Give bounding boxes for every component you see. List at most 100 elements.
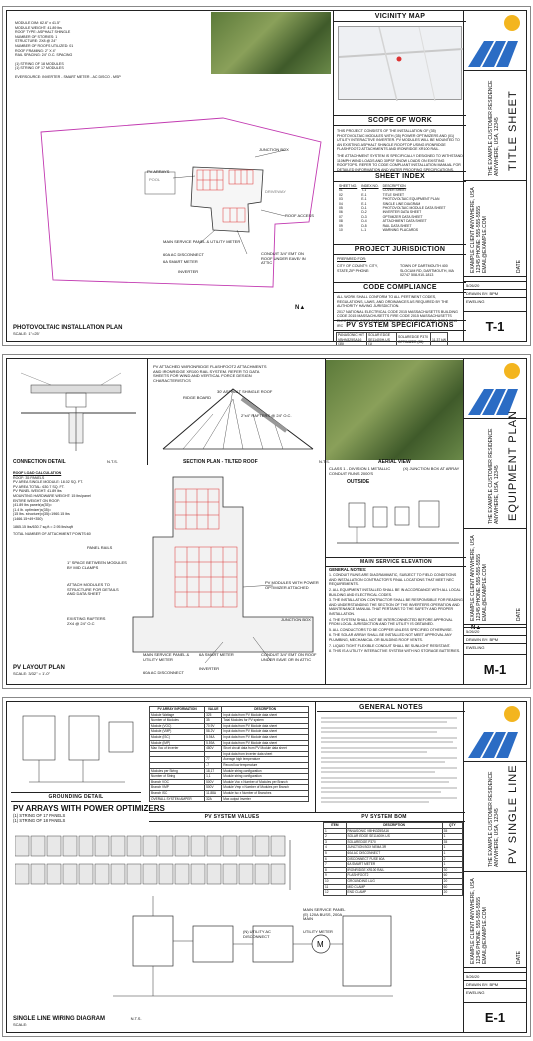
- wiring-caption: SINGLE LINE WIRING DIAGRAM N.T.S. SCALE:: [13, 1016, 142, 1027]
- label-roof-access: ROOF ACCESS: [285, 213, 314, 218]
- sheet-border: [6, 10, 527, 342]
- label-conduit: CONDUIT 3/4" EMT ON ROOF UNDER EAVE/ IN …: [261, 251, 306, 266]
- plan-scale: SCALE: 1"=25': [13, 331, 40, 336]
- section-caption: SECTION PLAN - TILTED ROOF N.T.S.: [183, 459, 330, 465]
- header-cell: PV ARRAY INFORMATION: [148, 706, 206, 713]
- drawn-label: DRAWN BY:: [466, 982, 489, 987]
- cell: 32A: [204, 795, 223, 803]
- vicinity-map: [338, 26, 464, 102]
- cell: 12: [323, 889, 347, 896]
- info-line: ROOF TYPE: ASPHALT SHINGLE: [15, 30, 71, 35]
- sheet-number: E-1: [464, 1002, 526, 1032]
- section-scale: N.T.S.: [319, 459, 330, 464]
- rev-value: EWELING: [466, 990, 485, 995]
- cell: T-1: [361, 188, 367, 193]
- date-value: 5/26/20: [466, 974, 480, 979]
- pv-layout-drawing: [132, 476, 314, 664]
- label-optimizers: PV MODULES WITH POWER OPTIMIZER ATTACHED: [265, 580, 319, 590]
- spec-cell: 11.37 kW: [429, 332, 449, 345]
- company-address: ANYWHERE, USA, 12345: [494, 808, 500, 867]
- cell: 10: [339, 228, 343, 233]
- rev-row: EWELING: [464, 297, 526, 305]
- sheet-title: MODULE DIM: 62.6" x 41.5" MODULE WEIGHT:…: [2, 6, 531, 346]
- cell: ATTACHMENT DATA SHEET: [382, 219, 427, 224]
- drawn-row: DRAWN BY: BPM: [464, 289, 526, 297]
- note-item: 3. THE INSTALLATION CONTRACTOR SHALL BE …: [329, 598, 463, 616]
- date-row: 5/26/20: [464, 281, 526, 289]
- label-main-service: MAIN SERVICE PANEL (E) 120A BUSS, 200A M…: [303, 907, 346, 922]
- roof-load-calc: ROOF LOAD CALCULATION ROOF: 35 PANELS PV…: [13, 471, 123, 537]
- cell: E-1: [361, 197, 367, 202]
- wiring-title: SINGLE LINE WIRING DIAGRAM: [13, 1016, 105, 1022]
- date-value: 5/26/20: [466, 629, 480, 634]
- info-line: (1) STRING OF 17 MODULES: [15, 66, 64, 71]
- load-line: (1.4 lb. optimizer)x(35)=: [13, 507, 52, 512]
- label-sm: 6A SMART METER: [199, 652, 234, 657]
- bom-title: PV SYSTEM BOM: [303, 812, 465, 822]
- main-service-elev-title: MAIN SERVICE ELEVATION: [326, 557, 466, 567]
- map-roads: [338, 26, 464, 102]
- info-line: MODULE DIM: 62.6" x 41.5": [15, 21, 61, 25]
- load-line: PV AREA TOTAL: 630.7 SQ. FT.: [13, 484, 65, 489]
- module-strings-drawing: [15, 835, 291, 890]
- sheet-vtitle: EQUIPMENT PLAN: [507, 410, 519, 521]
- plan-title: PHOTOVOLTAIC INSTALLATION PLAN: [13, 325, 123, 331]
- label-pool: POOL: [149, 177, 161, 182]
- label-ridge: RIDGE BOARD: [183, 395, 212, 400]
- label-utility-meter: UTILITY METER: [303, 929, 333, 934]
- note-item: 2. ALL EQUIPMENT INSTALLED SHALL BE IN A…: [329, 587, 461, 597]
- spec-panel: PV SYSTEM SPECIFICATIONS PANASONIC HIT V…: [334, 320, 466, 345]
- info-line: EVERSOURCE: INVERTER - SMART METER - AC …: [15, 74, 121, 79]
- info-line: STRUCTURE: 2X8 @ 24": [15, 39, 57, 44]
- sheet-number: T-1: [464, 311, 526, 341]
- spec-table: PANASONIC HIT VBHN325SA16 (35) SOLAR EDG…: [336, 332, 449, 345]
- cell: 20: [441, 889, 464, 896]
- cell: RAIL DATA SHEET: [382, 223, 412, 228]
- layout-scale: SCALE: 3/32" = 1'-0": [13, 671, 51, 676]
- plan-caption: PHOTOVOLTAIC INSTALLATION PLAN SCALE: 1"…: [13, 325, 122, 336]
- north-arrow-icon: N▲: [295, 305, 306, 311]
- cell: SINGLE LINE DIAGRAM: [382, 201, 421, 206]
- sheet-number: M-1: [464, 654, 526, 684]
- spec-cell: SOLAREDGE P370 OPTIMIZER (35): [396, 332, 431, 345]
- cell: D-4: [361, 219, 367, 224]
- info-line: (1) STRING OF 18 MODULES: [15, 61, 64, 66]
- wiring-scale-right: N.T.S.: [130, 1016, 142, 1021]
- drawn-label: DRAWN BY:: [466, 291, 489, 296]
- load-calc-title: ROOF LOAD CALCULATION: [13, 471, 62, 475]
- label-smart-meter: 6A SMART METER: [163, 259, 198, 264]
- title-block: TITLE SHEET THE EXAMPLE CUSTOMER RESIDEN…: [463, 11, 526, 341]
- aerial-photo: [326, 360, 464, 460]
- label-driveway: DRIVEWAY: [265, 189, 286, 194]
- spec-title: PV SYSTEM SPECIFICATIONS: [334, 320, 466, 331]
- date-value: 5/26/20: [466, 283, 480, 288]
- date-label: DATE: [516, 608, 522, 621]
- note-item: 4. THE SYSTEM SHALL NOT BE INTERCONNECTE…: [329, 617, 453, 627]
- general-notes-panel: GENERAL NOTES: 1. CONDUIT RUNS ARE DIAGR…: [326, 567, 466, 656]
- load-line: TOTAL NUMBER OF ATTACHMENT POINTS:60: [13, 532, 91, 537]
- aerial-caption: AERIAL VIEW: [378, 459, 411, 465]
- general-notes-panel: GENERAL NOTES: [317, 704, 465, 812]
- index-title: SHEET INDEX: [334, 171, 466, 182]
- label-junction-box: JUNCTION BOX: [259, 147, 289, 152]
- label-pv-attach: PV ATTACHED W/IRONRIDGE FLASHFOOT2 ATTAC…: [153, 364, 267, 383]
- label-main-panel: MAIN SERVICE PANEL & UTILITY METER: [143, 652, 190, 662]
- code-text: ALL WORK SHALL CONFORM TO ALL PERTINENT …: [337, 295, 449, 309]
- layout-title: PV LAYOUT PLAN: [13, 665, 65, 671]
- cell: 04: [339, 201, 343, 206]
- section-plan-drawing: [162, 388, 314, 450]
- label-rafters: EXISTING RAFTERS 2X4 @ 24" O.C: [67, 616, 106, 626]
- label-inverter: INVERTER: [178, 269, 199, 274]
- wiring-scale: SCALE:: [13, 1022, 28, 1027]
- site-plan-drawing: [40, 117, 322, 288]
- cell: 02: [339, 192, 343, 197]
- drawn-row: DRAWN BY: BPM: [464, 980, 526, 988]
- label-conduit: CONDUIT 3/4" EMT ON ROOF UNDER EAVE OR I…: [261, 652, 317, 662]
- sheet-vtitle: TITLE SHEET: [507, 90, 519, 171]
- info-line: NUMBER OF ROOFS UTILIZED: 01: [15, 43, 74, 48]
- solar-logo: [464, 359, 526, 419]
